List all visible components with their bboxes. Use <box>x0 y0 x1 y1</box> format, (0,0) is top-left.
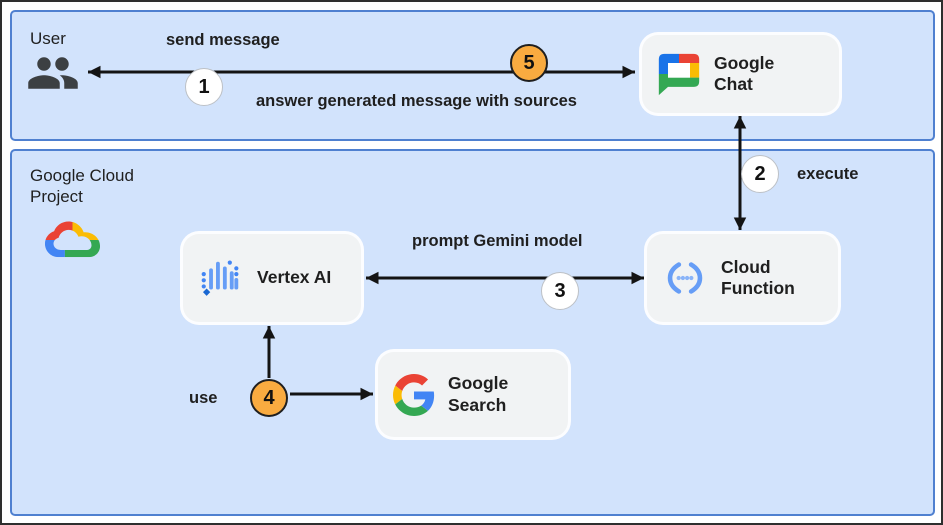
google-chat-node: Google Chat <box>642 35 839 113</box>
prompt-gemini-label: prompt Gemini model <box>412 232 583 250</box>
step-4-badge: 4 <box>250 379 288 417</box>
google-cloud-icon <box>44 220 101 260</box>
user-zone-title: User <box>30 29 66 48</box>
cloud-functions-icon <box>662 255 708 301</box>
step-1-badge: 1 <box>185 68 223 106</box>
step-5-badge: 5 <box>510 44 548 82</box>
google-search-node: Google Search <box>378 352 568 437</box>
vertex-ai-node: Vertex AI <box>183 234 361 322</box>
google-chat-icon <box>657 52 701 96</box>
answer-message-text: answer generated message <box>256 92 477 110</box>
google-search-label: Google Search <box>448 373 509 415</box>
vertex-ai-icon <box>198 255 244 301</box>
step-3-badge: 3 <box>541 272 579 310</box>
cloud-function-node: Cloud Function <box>647 234 838 322</box>
step-2-badge: 2 <box>741 155 779 193</box>
google-chat-label: Google Chat <box>714 52 775 94</box>
execute-label: execute <box>797 165 859 183</box>
google-cloud-project-zone <box>10 149 935 516</box>
use-label: use <box>189 389 218 407</box>
send-message-label: send message <box>166 31 280 49</box>
gcp-zone-title: Google Cloud Project <box>30 166 134 207</box>
answer-message-label: answer generated message with sources <box>256 92 577 111</box>
people-icon <box>26 46 80 100</box>
vertex-ai-label: Vertex AI <box>257 267 332 288</box>
cloud-function-label: Cloud Function <box>721 256 795 298</box>
google-g-icon <box>393 373 435 416</box>
answer-message-bold-text: with sources <box>476 92 577 110</box>
